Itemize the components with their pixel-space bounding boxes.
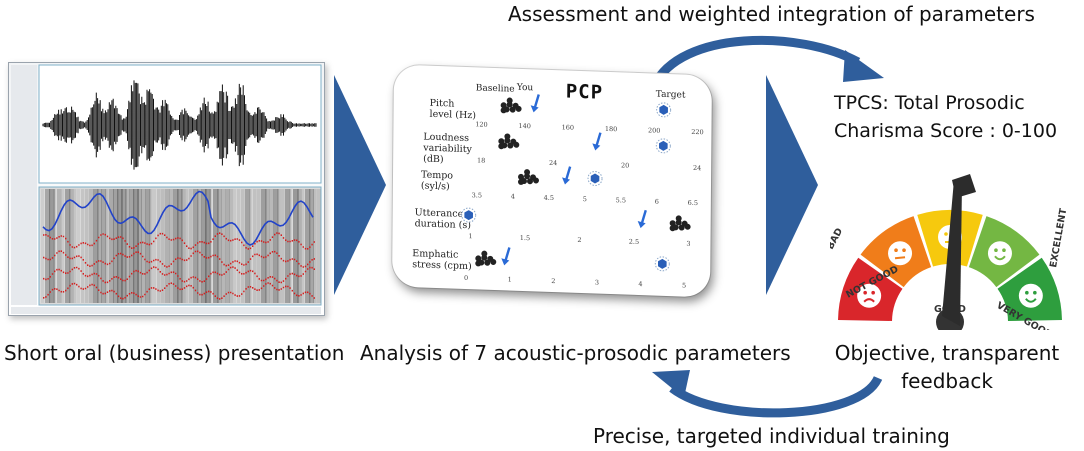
you-marker xyxy=(640,209,647,225)
top-curved-arrowhead xyxy=(843,50,884,82)
pcp-scale-bar xyxy=(470,223,689,235)
pcp-tick-label: 3.5 xyxy=(472,191,482,199)
caption-right-line2: feedback xyxy=(901,369,993,393)
pcp-tick-label: 6.5 xyxy=(688,199,698,207)
target-hex xyxy=(590,173,600,184)
pcp-tick-label: 140 xyxy=(518,122,530,130)
you-marker xyxy=(595,132,602,147)
pcp-tick-label: 4 xyxy=(511,193,515,201)
gauge-face-icon xyxy=(1018,283,1043,308)
spectrogram xyxy=(41,189,321,303)
caption-bottom: Precise, targeted individual training xyxy=(593,424,950,448)
score-title-line1: TPCS: Total Prosodic xyxy=(834,92,1025,114)
pcp-tick-label: 180 xyxy=(605,125,617,133)
caption-left: Short oral (business) presentation xyxy=(4,341,345,365)
gauge-face-icon xyxy=(857,283,882,308)
you-marker xyxy=(504,247,511,262)
you-marker-head xyxy=(530,105,539,113)
bottom-curved-arrow xyxy=(669,375,883,418)
score-title-line2: Charisma Score : 0-100 xyxy=(834,120,1058,142)
caption-right-line1: Objective, transparent xyxy=(834,341,1060,365)
pcp-tick-label: 120 xyxy=(475,120,487,128)
baseline-marker xyxy=(669,215,691,232)
top-curved-arrow xyxy=(649,35,861,89)
pcp-tick-label: 2.5 xyxy=(629,238,639,246)
pcp-tick-label: 24 xyxy=(549,159,557,167)
arrow-1 xyxy=(334,75,386,295)
arrow-2 xyxy=(766,75,818,295)
pcp-tick-label: 0 xyxy=(464,274,468,282)
pcp-tick-label: 4 xyxy=(638,280,642,288)
baseline-marker xyxy=(517,169,540,185)
waveform-spectrogram-graphic xyxy=(9,63,324,315)
target-hex xyxy=(464,210,474,221)
you-marker-head xyxy=(501,258,510,266)
pcp-tick-label: 160 xyxy=(562,123,574,131)
baseline-marker xyxy=(498,133,520,150)
pcp-tick-label: 3 xyxy=(595,279,599,287)
gauge-face-icon xyxy=(888,241,913,266)
pcp-scale-bar xyxy=(466,265,685,277)
pcp-scale-bar xyxy=(476,182,693,194)
pcp-tick-label: 5 xyxy=(583,195,587,203)
pcp-tick-label: 1.5 xyxy=(520,234,530,242)
you-marker-head xyxy=(637,220,646,229)
pcp-tick-label: 220 xyxy=(691,128,703,136)
pcp-tick-label: 3 xyxy=(686,240,690,248)
target-hex xyxy=(659,140,668,151)
formant-traces xyxy=(43,232,315,300)
pcp-tick-label: 1 xyxy=(508,275,512,283)
you-marker xyxy=(533,94,540,109)
gauge-needle xyxy=(942,180,962,326)
pcp-scale-bar xyxy=(481,147,698,160)
gauge-label-bad: BAD xyxy=(830,226,845,251)
pcp-tick-label: 200 xyxy=(648,126,660,134)
caption-middle: Analysis of 7 acoustic-prosodic paramete… xyxy=(360,341,791,365)
waveform-trace xyxy=(42,80,317,170)
gauge-needle-tip xyxy=(952,174,976,198)
gauge-label-excellent: EXCELLENT xyxy=(1048,207,1069,268)
pcp-tick-label: 2 xyxy=(577,236,581,244)
pcp-tick-label: 1 xyxy=(468,232,472,240)
you-marker-head xyxy=(562,177,571,185)
pcp-tick-label: 2 xyxy=(551,277,555,285)
pcp-tick-label: 5.5 xyxy=(616,196,626,204)
you-marker xyxy=(564,166,572,181)
waveform xyxy=(42,80,317,170)
caption-top: Assessment and weighted integration of p… xyxy=(508,2,1035,26)
bottom-curved-arrowhead xyxy=(652,370,690,398)
pitch-contour xyxy=(42,190,314,246)
baseline-marker xyxy=(475,250,497,267)
pcp-tick-label: 18 xyxy=(477,156,485,164)
baseline-marker xyxy=(500,97,522,114)
target-hex xyxy=(657,258,667,269)
spectrogram-panel xyxy=(8,62,325,316)
pcp-scale-bar xyxy=(481,111,698,124)
pcp-tick-label: 5 xyxy=(682,282,686,290)
you-marker-head xyxy=(592,143,601,151)
target-hex xyxy=(659,104,668,115)
pcp-tick-label: 24 xyxy=(693,164,701,172)
pcp-tick-label: 20 xyxy=(621,161,629,169)
gauge-face-icon xyxy=(987,241,1012,266)
pcp-tick-label: 6 xyxy=(655,198,659,206)
pcp-tick-label: 4.5 xyxy=(544,194,554,202)
